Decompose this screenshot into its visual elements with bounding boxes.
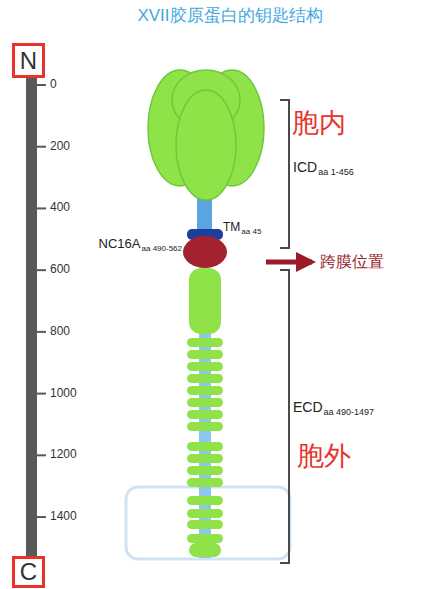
rod-segment (187, 496, 223, 505)
tick-label: 1200 (50, 448, 77, 461)
domain-subscript: aa 490-1497 (324, 408, 375, 418)
rod-segment (187, 350, 223, 359)
rod-segments (187, 338, 223, 557)
ruler-tick (37, 269, 46, 271)
tick-label: 400 (50, 201, 70, 214)
icd-bracket (280, 100, 289, 248)
ruler-tick (37, 516, 46, 518)
diagram-title: XVII胶原蛋白的钥匙结构 (60, 7, 400, 26)
ruler-tick (37, 393, 46, 395)
terminus-letter: C (20, 560, 37, 584)
terminus-box: C (12, 556, 45, 588)
rod-segment (187, 362, 223, 371)
rod-segment (187, 509, 223, 518)
rod-upper (189, 268, 221, 334)
rod-segment (187, 398, 223, 407)
membrane-arrow (266, 260, 312, 265)
highlight-box (126, 487, 290, 559)
membrane-label: 跨膜位置 (320, 253, 384, 271)
region-label: 胞内 (292, 109, 346, 139)
rod-segment (187, 520, 223, 529)
intracellular-head (148, 70, 264, 200)
ruler-bar (26, 76, 37, 560)
rod-segment (187, 338, 223, 347)
domain-subscript: aa 45 (241, 228, 261, 237)
rod-segment (187, 454, 223, 463)
tick-label: 800 (50, 325, 70, 338)
terminus-letter: N (20, 49, 37, 73)
ruler-tick (37, 331, 46, 333)
rod-segment (187, 466, 223, 475)
rod-segment (187, 478, 223, 487)
tick-label: 1000 (50, 387, 77, 400)
domain-label: TM (223, 221, 240, 234)
ruler-ticks (37, 85, 46, 517)
tick-label: 0 (50, 78, 57, 91)
rod-segment (187, 534, 223, 543)
rod-end (189, 543, 221, 557)
rod-segment (187, 442, 223, 451)
ruler-tick (37, 84, 46, 86)
tick-label: 1400 (50, 510, 77, 523)
domain-label: ICD (293, 160, 317, 175)
nc16a-domain (183, 236, 227, 268)
tick-label: 600 (50, 263, 70, 276)
ruler-tick (37, 207, 46, 209)
domain-label: ECD (293, 400, 323, 415)
ecd-bracket (280, 270, 289, 563)
ruler-tick (37, 146, 46, 148)
domain-subscript: aa 490-562 (142, 245, 182, 254)
rod-segment (187, 386, 223, 395)
rod-segment (187, 410, 223, 419)
region-label: 胞外 (297, 442, 351, 472)
rod-segment (187, 422, 223, 431)
terminus-box: N (12, 43, 45, 78)
rod-segment (187, 374, 223, 383)
ruler-tick (37, 454, 46, 456)
domain-label: NC16A (99, 237, 141, 251)
domain-subscript: aa 1-456 (318, 168, 354, 178)
tick-label: 200 (50, 140, 70, 153)
